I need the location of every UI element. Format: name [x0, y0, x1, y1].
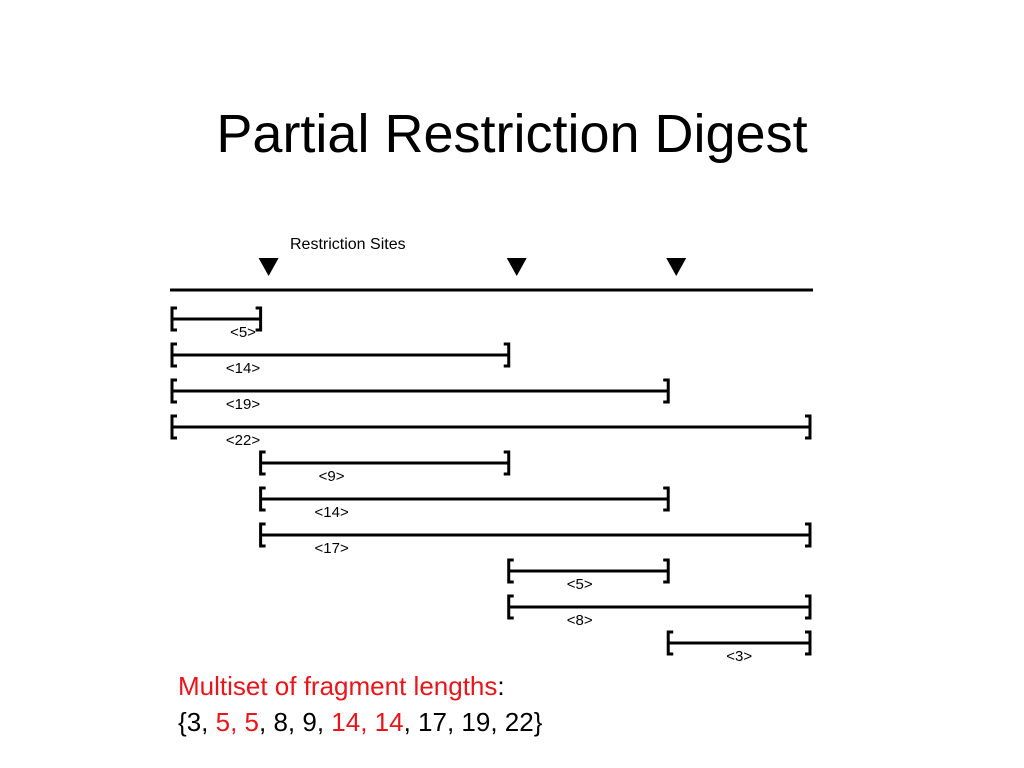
- fragment-length-label: <5>: [230, 324, 256, 341]
- fragment-right-bracket: [663, 558, 670, 584]
- restriction-site-markers: [258, 258, 687, 276]
- fragment-left-bracket: [666, 630, 674, 656]
- multiset-value: 14: [331, 707, 361, 737]
- restriction-sites-label: Restriction Sites: [290, 236, 406, 253]
- fragment-right-bracket: [805, 594, 812, 620]
- value-separator: ,: [259, 707, 274, 737]
- fragment-2: <14>: [170, 342, 511, 377]
- fragment-right-bracket: [663, 378, 670, 404]
- fragment-length-label: <9>: [319, 468, 345, 485]
- multiset-value: 14: [374, 707, 404, 737]
- value-separator: ,: [201, 707, 216, 737]
- fragment-3: <19>: [170, 378, 670, 413]
- restriction-site-marker-3: [666, 258, 687, 276]
- multiset-value: 5: [244, 707, 259, 737]
- value-separator: ,: [230, 707, 245, 737]
- fragment-lengths-caption: Multiset of fragment lengths: {3, 5, 5, …: [178, 668, 542, 740]
- open-brace: {: [178, 707, 187, 737]
- fragment-7: <17>: [259, 522, 812, 557]
- fragment-right-bracket: [805, 522, 812, 548]
- fragment-left-bracket: [170, 342, 177, 368]
- fragment-left-bracket: [259, 486, 266, 512]
- fragment-right-bracket: [503, 450, 511, 476]
- multiset-value: 8: [273, 707, 288, 737]
- slide-title: Partial Restriction Digest: [216, 104, 808, 164]
- fragment-left-bracket: [507, 594, 514, 620]
- restriction-site-marker-2: [506, 258, 527, 276]
- value-separator: ,: [446, 707, 462, 737]
- fragment-5: <9>: [259, 450, 511, 485]
- fragment-1: <5>: [170, 306, 263, 341]
- restriction-site-marker-1: [258, 258, 279, 276]
- fragment-4: <22>: [170, 414, 812, 449]
- fragment-left-bracket: [507, 558, 514, 584]
- fragment-length-label: <22>: [226, 432, 260, 449]
- fragment-left-bracket: [170, 306, 177, 332]
- fragment-right-bracket: [805, 630, 812, 656]
- fragment-list: <5> <14> <19> <22> <9> <14> <17> <5> <8> <3>: [170, 306, 812, 665]
- fragment-right-bracket: [805, 414, 812, 440]
- close-brace: }: [533, 707, 543, 737]
- multiset-value: 19: [461, 707, 491, 737]
- fragment-right-bracket: [663, 486, 670, 512]
- value-separator: ,: [360, 707, 375, 737]
- fragment-length-label: <5>: [567, 576, 593, 593]
- value-separator: ,: [316, 707, 332, 737]
- fragment-10: <3>: [666, 630, 812, 665]
- fragment-length-label: <14>: [226, 360, 260, 377]
- fragment-left-bracket: [170, 378, 177, 404]
- fragment-left-bracket: [170, 414, 177, 440]
- multiset-values-line: {3, 5, 5, 8, 9, 14, 14, 17, 19, 22}: [178, 704, 542, 740]
- value-separator: ,: [287, 707, 303, 737]
- value-separator: ,: [403, 707, 419, 737]
- fragment-left-bracket: [259, 522, 266, 548]
- fragment-right-bracket: [503, 342, 511, 368]
- value-separator: ,: [490, 707, 505, 737]
- fragment-8: <5>: [507, 558, 670, 593]
- caption-heading: Multiset of fragment lengths: [178, 671, 498, 701]
- multiset-value: 3: [186, 707, 202, 737]
- fragment-right-bracket: [255, 306, 263, 332]
- multiset-value: 22: [504, 707, 534, 737]
- multiset-value: 17: [418, 707, 447, 737]
- fragment-6: <14>: [259, 486, 670, 521]
- caption-heading-line: Multiset of fragment lengths:: [178, 668, 542, 704]
- fragment-length-label: <8>: [567, 612, 593, 629]
- caption-heading-colon: :: [497, 671, 505, 701]
- fragment-9: <8>: [507, 594, 812, 629]
- fragment-length-label: <14>: [315, 504, 349, 521]
- multiset-value: 9: [302, 707, 317, 737]
- fragment-left-bracket: [259, 450, 266, 476]
- fragment-length-label: <17>: [315, 540, 349, 557]
- fragment-length-label: <19>: [226, 396, 260, 413]
- multiset-value: 5: [215, 707, 231, 737]
- fragment-length-label: <3>: [726, 648, 752, 665]
